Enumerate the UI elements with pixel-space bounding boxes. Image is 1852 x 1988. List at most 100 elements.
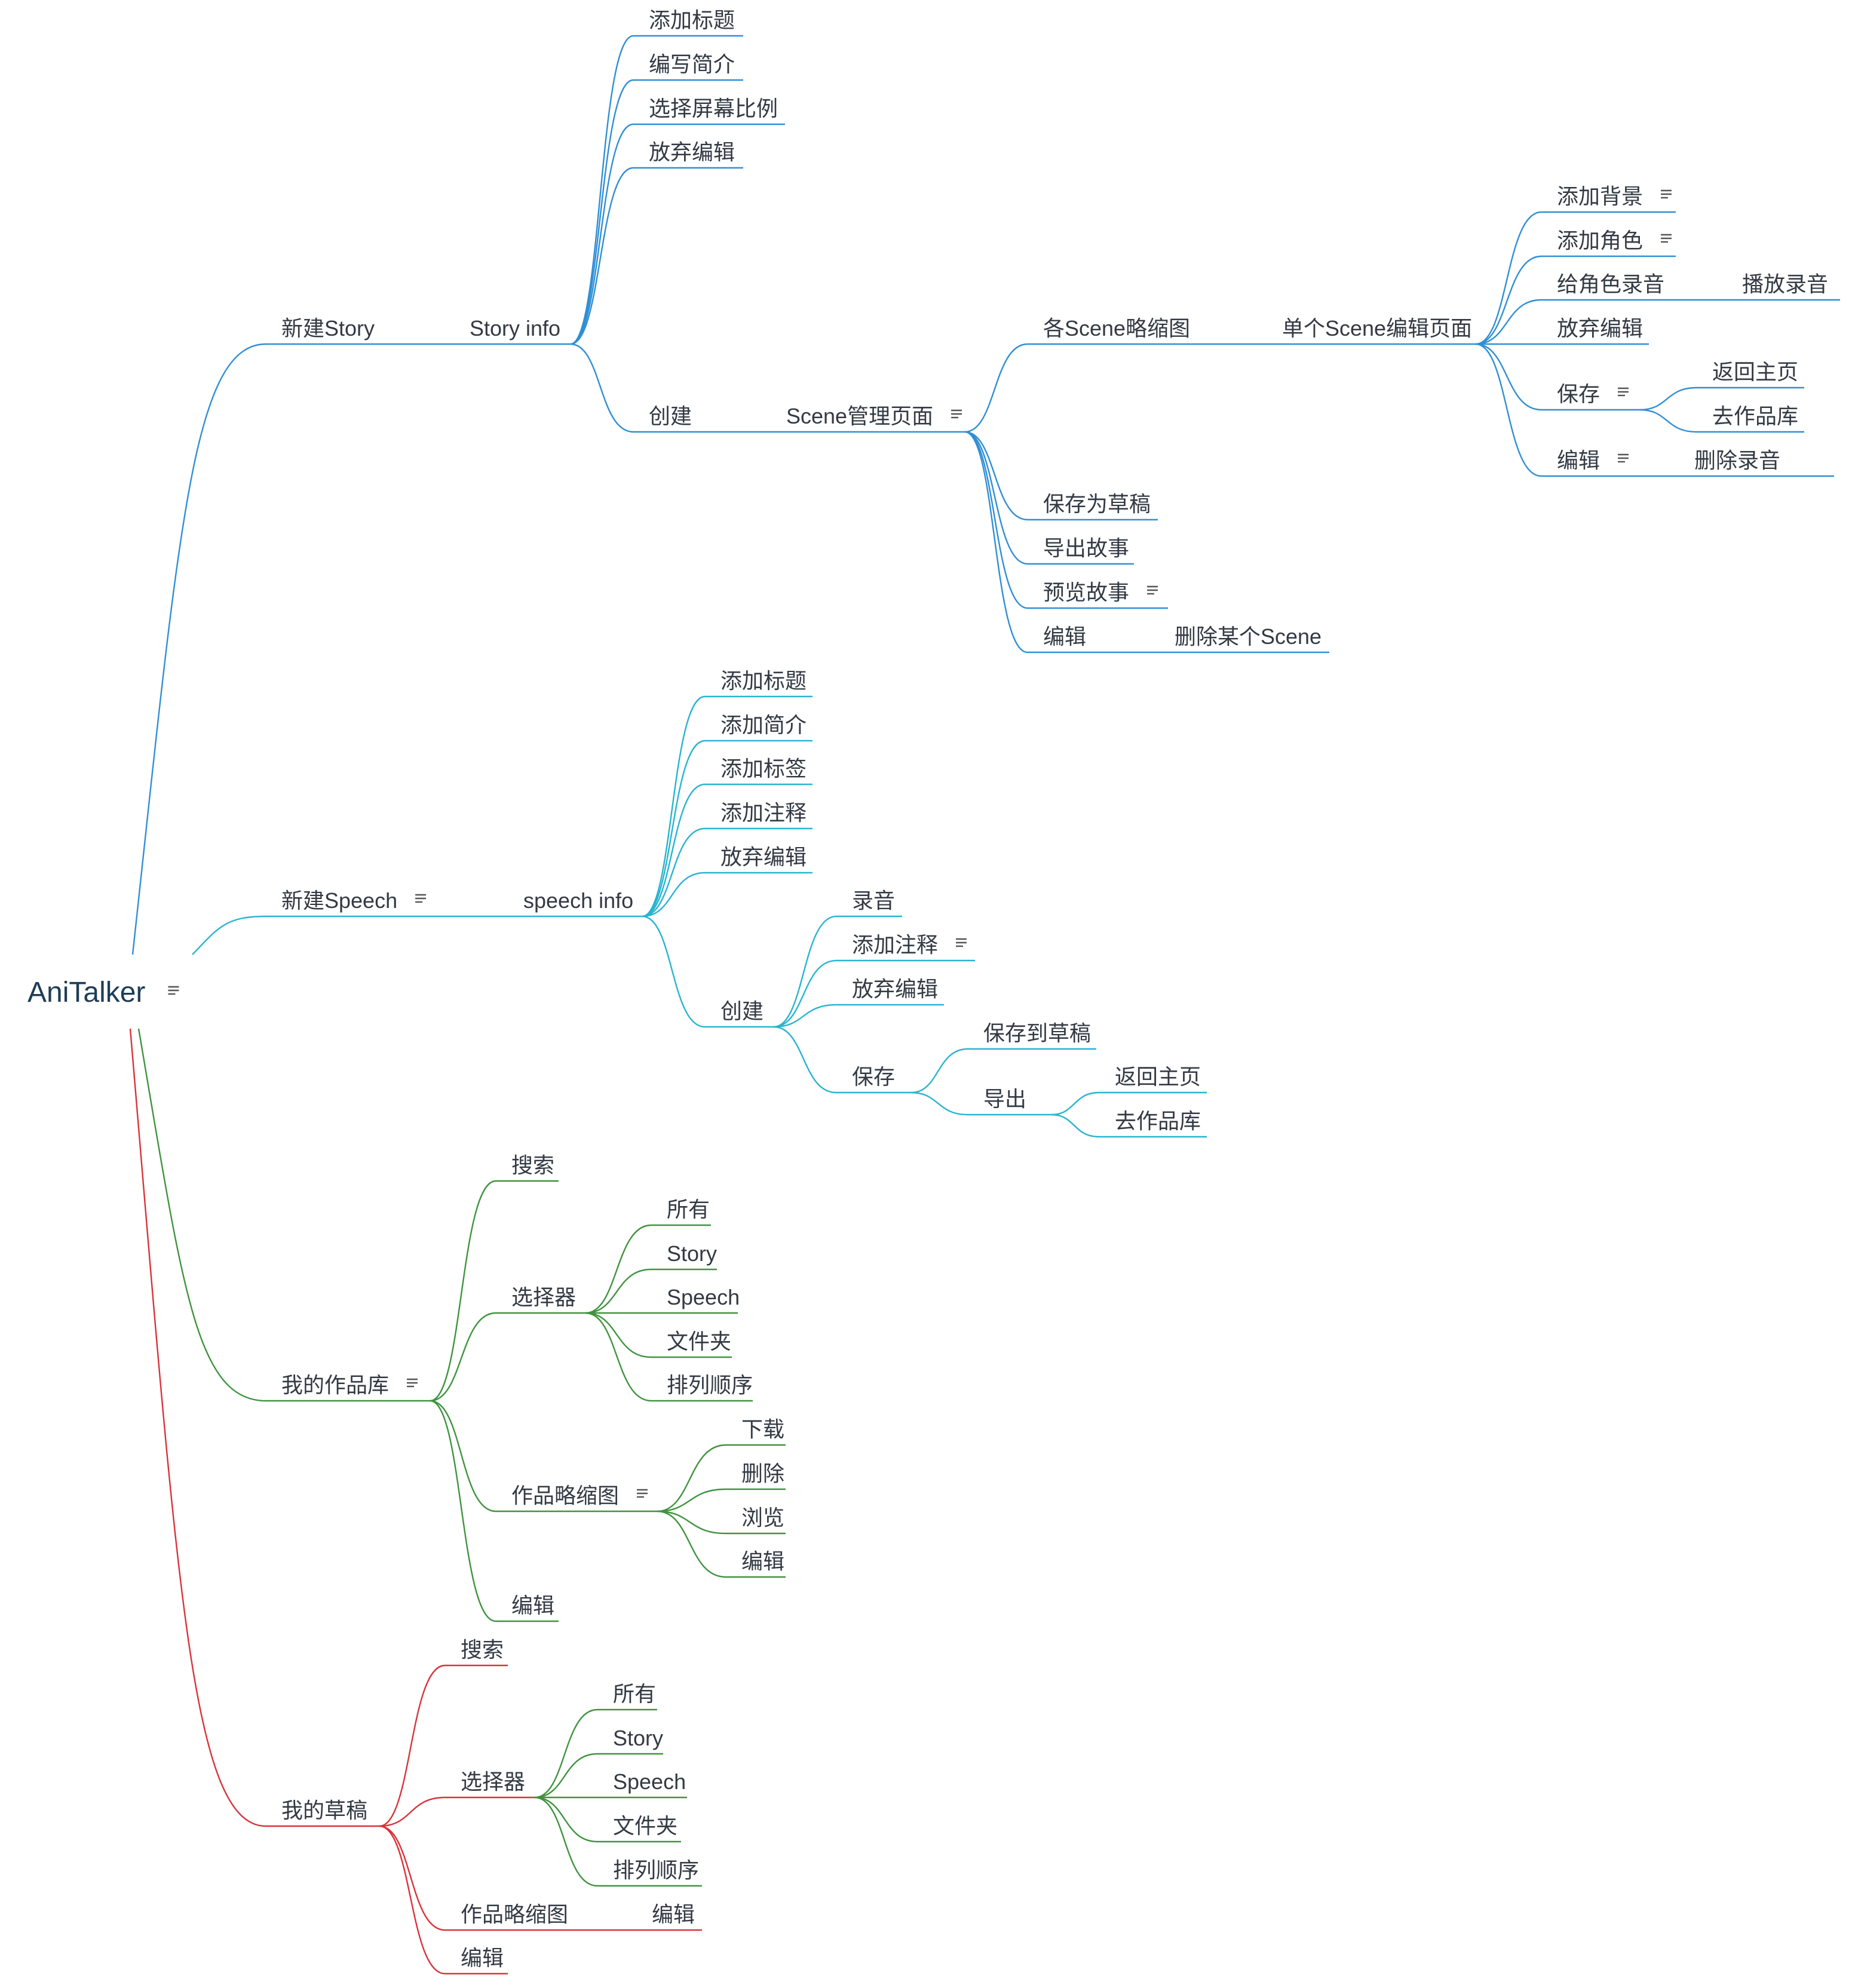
- edge-drafts: [129, 1028, 266, 1827]
- node-edit2[interactable]: 编辑: [1043, 624, 1086, 649]
- node-record-role[interactable]: 给角色录音: [1557, 272, 1664, 296]
- node-play-record[interactable]: 播放录音: [1742, 272, 1828, 296]
- node-sp-discard2[interactable]: 放弃编辑: [852, 977, 938, 1001]
- edge-g_sort: [585, 1312, 652, 1402]
- edge-save_draft1: [964, 431, 1028, 521]
- note-icon[interactable]: [1147, 585, 1158, 595]
- edge-choose_ratio: [570, 123, 634, 345]
- edge-sp_add_note: [642, 827, 706, 918]
- node-d-selector[interactable]: 选择器: [461, 1769, 525, 1794]
- node-d-story[interactable]: Story: [613, 1726, 663, 1750]
- node-back-home1[interactable]: 返回主页: [1712, 360, 1798, 384]
- edge-d_selector: [379, 1796, 446, 1827]
- node-d-sort[interactable]: 排列顺序: [613, 1858, 699, 1882]
- node-d-thumbs-edit[interactable]: 编辑: [652, 1902, 695, 1926]
- node-sp-to-gallery[interactable]: 去作品库: [1115, 1109, 1201, 1133]
- node-g-edit-t[interactable]: 编辑: [741, 1549, 784, 1573]
- node-write-intro[interactable]: 编写简介: [649, 52, 735, 76]
- edge-d_folder: [534, 1796, 598, 1843]
- node-scene-thumbs[interactable]: 各Scene略缩图: [1043, 316, 1190, 340]
- node-add-title[interactable]: 添加标题: [649, 8, 735, 32]
- node-sp-save[interactable]: 保存: [852, 1064, 895, 1089]
- edge-add_title: [570, 35, 634, 345]
- note-icon[interactable]: [407, 1378, 418, 1388]
- edge-g_download: [657, 1444, 726, 1513]
- node-discard2[interactable]: 放弃编辑: [1557, 316, 1643, 340]
- node-sp-add-title[interactable]: 添加标题: [720, 668, 807, 693]
- node-d-edit[interactable]: 编辑: [461, 1946, 504, 1970]
- edge-add_bg: [1475, 211, 1542, 345]
- node-g-search[interactable]: 搜索: [511, 1153, 554, 1177]
- edge-edit2: [964, 431, 1028, 654]
- edge-sp_back_home: [1051, 1091, 1100, 1116]
- root-node-anitalker[interactable]: AniTalker: [27, 977, 145, 1008]
- node-sp-create[interactable]: 创建: [720, 999, 764, 1023]
- node-discard1[interactable]: 放弃编辑: [649, 140, 735, 164]
- node-add-bg[interactable]: 添加背景: [1557, 184, 1643, 208]
- note-icon[interactable]: [637, 1489, 648, 1498]
- node-preview-story[interactable]: 预览故事: [1043, 580, 1129, 605]
- node-g-folder[interactable]: 文件夹: [667, 1329, 731, 1354]
- node-sp-add-note2[interactable]: 添加注释: [852, 932, 938, 957]
- node-scene-edit-page[interactable]: 单个Scene编辑页面: [1282, 316, 1472, 340]
- note-icon[interactable]: [951, 409, 962, 419]
- node-g-browse[interactable]: 浏览: [741, 1505, 784, 1530]
- edge-gallery: [137, 1028, 266, 1402]
- node-g-selector[interactable]: 选择器: [511, 1285, 576, 1309]
- node-choose-ratio[interactable]: 选择屏幕比例: [649, 96, 778, 121]
- node-d-search[interactable]: 搜索: [461, 1637, 504, 1662]
- note-icon[interactable]: [168, 986, 179, 995]
- edge-sp_discard2: [773, 1004, 837, 1028]
- node-scene-mgr[interactable]: Scene管理页面: [786, 404, 933, 428]
- edge-g_edit_t: [657, 1510, 726, 1578]
- node-to-gallery1[interactable]: 去作品库: [1712, 404, 1798, 428]
- node-g-story[interactable]: Story: [667, 1241, 717, 1266]
- node-g-speech[interactable]: Speech: [667, 1285, 740, 1309]
- node-edit1[interactable]: 编辑: [1557, 448, 1600, 473]
- node-drafts[interactable]: 我的草稿: [281, 1798, 367, 1823]
- node-g-all[interactable]: 所有: [667, 1197, 710, 1222]
- note-icon[interactable]: [1618, 387, 1629, 397]
- node-gallery[interactable]: 我的作品库: [281, 1373, 389, 1397]
- node-create1[interactable]: 创建: [649, 404, 692, 428]
- note-icon[interactable]: [1661, 189, 1672, 199]
- node-d-speech[interactable]: Speech: [613, 1769, 686, 1794]
- node-sp-discard[interactable]: 放弃编辑: [720, 845, 807, 869]
- node-export-story[interactable]: 导出故事: [1043, 536, 1129, 560]
- node-sp-save-draft[interactable]: 保存到草稿: [983, 1021, 1091, 1045]
- node-story-info[interactable]: Story info: [470, 316, 560, 340]
- node-save-draft1[interactable]: 保存为草稿: [1043, 492, 1151, 516]
- edge-write_intro: [570, 79, 634, 345]
- edge-sp_add_note2: [773, 959, 837, 1028]
- node-sp-record[interactable]: 录音: [852, 888, 895, 913]
- edge-scene_thumbs: [964, 343, 1028, 433]
- node-del-scene[interactable]: 删除某个Scene: [1175, 624, 1321, 649]
- edge-discard1: [570, 167, 634, 345]
- note-icon[interactable]: [1661, 234, 1672, 243]
- node-sp-add-intro[interactable]: 添加简介: [720, 713, 807, 737]
- edge-sp_discard: [642, 872, 706, 918]
- note-icon[interactable]: [415, 894, 427, 903]
- note-icon[interactable]: [1618, 453, 1629, 463]
- node-g-sort[interactable]: 排列顺序: [667, 1373, 753, 1397]
- node-g-edit[interactable]: 编辑: [511, 1593, 554, 1618]
- node-sp-export[interactable]: 导出: [983, 1087, 1026, 1111]
- node-g-download[interactable]: 下载: [741, 1417, 784, 1441]
- node-d-folder[interactable]: 文件夹: [613, 1814, 677, 1838]
- node-story[interactable]: 新建Story: [281, 316, 375, 340]
- node-speech[interactable]: 新建Speech: [281, 888, 397, 913]
- node-g-thumbs[interactable]: 作品略缩图: [511, 1483, 619, 1508]
- node-sp-back-home[interactable]: 返回主页: [1115, 1064, 1201, 1089]
- node-d-all[interactable]: 所有: [613, 1682, 656, 1706]
- node-sp-add-note[interactable]: 添加注释: [720, 800, 807, 825]
- node-save1[interactable]: 保存: [1557, 382, 1600, 406]
- node-del-record[interactable]: 删除录音: [1694, 448, 1780, 473]
- node-g-delete[interactable]: 删除: [741, 1461, 784, 1486]
- edge-g_thumbs: [430, 1400, 496, 1513]
- note-icon[interactable]: [956, 938, 967, 947]
- node-add-role[interactable]: 添加角色: [1557, 228, 1643, 253]
- node-sp-add-tag[interactable]: 添加标签: [720, 756, 807, 781]
- node-d-thumbs[interactable]: 作品略缩图: [461, 1902, 568, 1926]
- edge-g_edit: [430, 1400, 496, 1622]
- node-speech-info[interactable]: speech info: [523, 888, 633, 913]
